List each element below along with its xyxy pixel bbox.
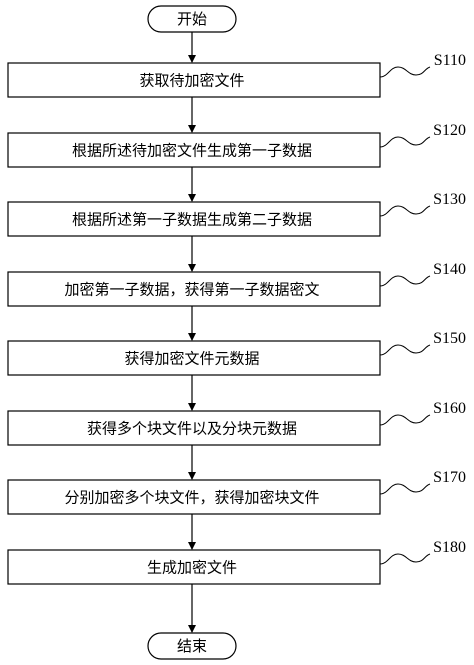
process-step: 分别加密多个块文件，获得加密块文件 S170 — [7, 469, 466, 515]
process-box-text: 获得加密文件元数据 — [124, 350, 259, 368]
end-terminal: 结束 — [147, 632, 237, 660]
process-step: 获得多个块文件以及分块元数据 S160 — [7, 400, 466, 446]
process-box — [7, 62, 381, 98]
process-box — [7, 201, 381, 237]
step-label: S110 — [434, 52, 466, 69]
end-terminal-shape — [147, 632, 237, 660]
process-box — [7, 410, 381, 446]
process-steps: 获取待加密文件 S110 根据所述待加密文件生成第一子数据 S120 根据所述第一子数据… — [7, 32, 466, 633]
end-terminal-label: 结束 — [177, 637, 207, 655]
step-label: S180 — [433, 539, 466, 556]
step-label-leader — [379, 205, 431, 217]
start-terminal-label: 开始 — [177, 10, 207, 28]
step-label: S170 — [433, 469, 466, 486]
process-box-text: 获取待加密文件 — [139, 72, 244, 90]
process-box — [7, 340, 381, 376]
process-step: 获取待加密文件 S110 — [7, 52, 466, 98]
step-label-leader — [379, 275, 431, 287]
step-label: S160 — [433, 400, 466, 417]
step-label-leader — [379, 414, 431, 426]
process-box — [7, 479, 381, 515]
step-label: S150 — [433, 330, 466, 347]
process-box-text: 根据所述待加密文件生成第一子数据 — [72, 142, 312, 160]
process-step: 生成加密文件 S180 — [7, 539, 466, 585]
process-box-text: 分别加密多个块文件，获得加密块文件 — [64, 489, 319, 507]
process-step: 加密第一子数据，获得第一子数据密文 S140 — [7, 261, 466, 307]
process-box — [7, 271, 381, 307]
step-label-leader — [379, 553, 431, 565]
step-label: S130 — [433, 191, 466, 208]
process-box-text: 生成加密文件 — [147, 559, 237, 577]
step-label: S140 — [433, 261, 466, 278]
process-step: 获得加密文件元数据 S150 — [7, 330, 466, 376]
process-box-text: 获得多个块文件以及分块元数据 — [87, 420, 297, 438]
process-step: 根据所述第一子数据生成第二子数据 S130 — [7, 191, 466, 237]
step-label-leader — [379, 66, 431, 78]
process-box-text: 加密第一子数据，获得第一子数据密文 — [64, 281, 319, 299]
process-box — [7, 549, 381, 585]
process-box-text: 根据所述第一子数据生成第二子数据 — [72, 211, 312, 229]
step-label-leader — [379, 344, 431, 356]
process-box — [7, 132, 381, 168]
step-label-leader — [379, 483, 431, 495]
step-label-leader — [379, 136, 431, 148]
step-label: S120 — [433, 122, 466, 139]
start-terminal: 开始 — [147, 5, 237, 33]
process-step: 根据所述待加密文件生成第一子数据 S120 — [7, 122, 466, 168]
